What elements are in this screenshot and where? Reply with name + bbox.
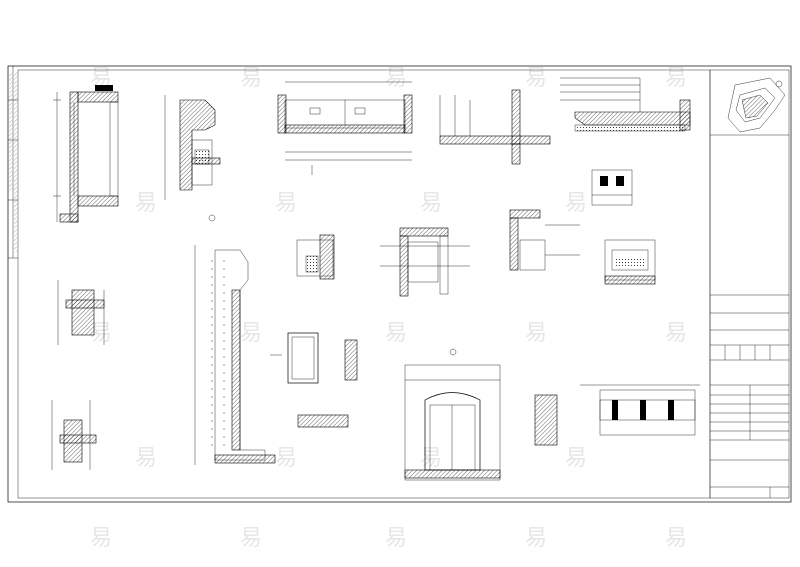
- detail-bay-section-2: [509, 209, 580, 271]
- detail-window-plan: [277, 81, 413, 175]
- sheet-border: [7, 65, 792, 503]
- watermark: 易: [665, 526, 688, 551]
- watermark: 易: [240, 66, 263, 91]
- detail-roof-edge: [560, 77, 691, 132]
- watermark: 易: [275, 446, 298, 471]
- detail-facade-section: [194, 245, 276, 465]
- detail-entrance-elevation: [404, 348, 501, 481]
- watermark: 易: [240, 526, 263, 551]
- watermark: 易: [135, 446, 158, 471]
- detail-bay-section: [380, 227, 470, 297]
- detail-small-wall: [296, 234, 335, 280]
- watermark: 易: [565, 191, 588, 216]
- watermark: 易: [525, 526, 548, 551]
- watermark: 易: [525, 66, 548, 91]
- watermark: 易: [385, 321, 408, 346]
- detail-wall-node: [591, 169, 633, 206]
- watermark: 易: [90, 321, 113, 346]
- watermark: 易: [90, 66, 113, 91]
- detail-section-1-1: [604, 239, 656, 285]
- watermark: 易: [135, 191, 158, 216]
- detail-wall-section-window: [53, 85, 119, 223]
- detail-balcony-section: [439, 89, 551, 165]
- key-plan: [727, 77, 786, 133]
- detail-rail-elevation: [534, 384, 700, 446]
- watermark: 易: [665, 321, 688, 346]
- detail-window-frame: [270, 332, 358, 428]
- detail-railing: [57, 280, 105, 345]
- watermark: 易: [525, 321, 548, 346]
- watermark: 易: [420, 446, 443, 471]
- binding-strip: [8, 66, 18, 259]
- watermark: 易: [275, 191, 298, 216]
- watermark: 易: [665, 66, 688, 91]
- watermark: 易: [385, 66, 408, 91]
- watermark: 易: [240, 321, 263, 346]
- detail-sill: [51, 400, 97, 470]
- detail-cornice-section: [164, 95, 221, 222]
- watermark: 易: [565, 446, 588, 471]
- watermark: 易: [385, 526, 408, 551]
- watermark: 易: [90, 526, 113, 551]
- title-block: [709, 69, 790, 499]
- watermark: 易: [420, 191, 443, 216]
